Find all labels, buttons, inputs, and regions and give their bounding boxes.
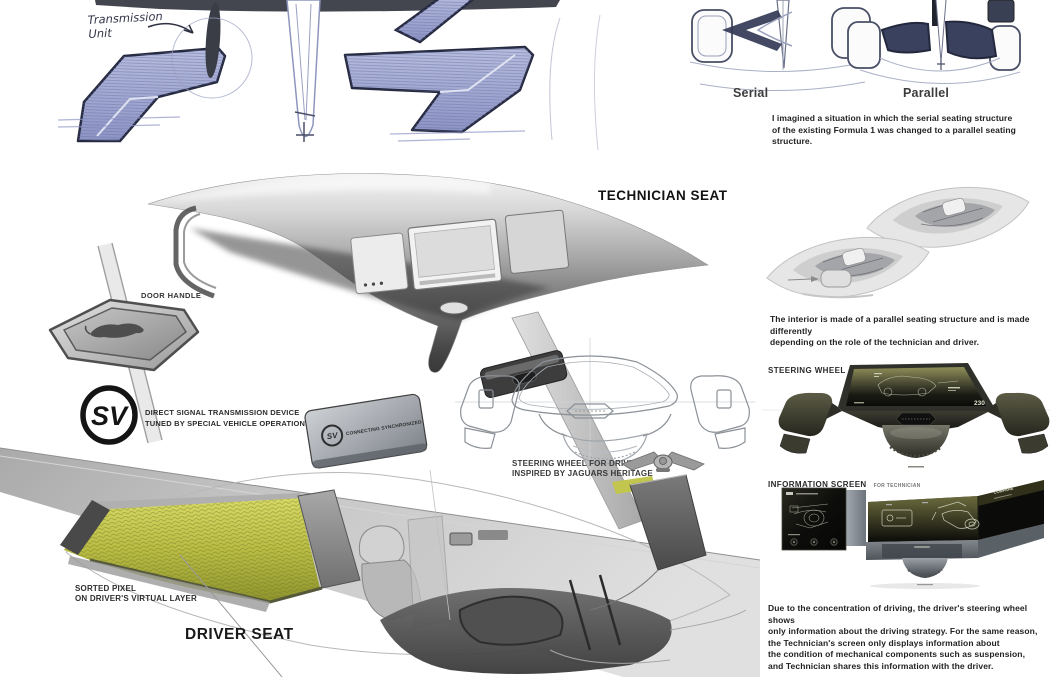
svg-text:COMPARE: COMPARE bbox=[993, 485, 1014, 494]
connector-slab bbox=[846, 490, 866, 546]
panel-buttons bbox=[790, 538, 838, 546]
steering-wheel-render: 230 bbox=[762, 363, 1050, 468]
transmission-unit-blade bbox=[205, 2, 221, 78]
interior-structure-thumbnails bbox=[766, 186, 1030, 299]
sv-device-caption: DIRECT SIGNAL TRANSMISSION DEVICE TUNED … bbox=[145, 408, 311, 428]
information-screen-render: COMPARE bbox=[781, 480, 1044, 589]
sv-logo: SV bbox=[80, 385, 138, 445]
sketch-center-pillar bbox=[286, 0, 321, 138]
left-grip bbox=[778, 392, 833, 437]
right-grip bbox=[995, 392, 1050, 437]
transmission-unit-annotation: Transmission Unit bbox=[87, 9, 164, 41]
sorted-pixel-label: SORTED PIXEL ON DRIVER'S VIRTUAL LAYER bbox=[75, 584, 198, 603]
svg-text:230: 230 bbox=[974, 400, 985, 407]
door-handle-label: DOOR HANDLE bbox=[141, 291, 202, 300]
serial-label: Serial bbox=[733, 86, 769, 100]
interior-screens bbox=[350, 209, 570, 295]
technician-seat-sketch bbox=[147, 173, 709, 530]
parallel-label: Parallel bbox=[903, 86, 950, 100]
driver-seat-sketch bbox=[60, 469, 747, 677]
technician-seat-title: TECHNICIAN SEAT bbox=[598, 188, 728, 203]
sketch-top-band bbox=[95, 0, 560, 12]
parallel-car-sketch bbox=[847, 0, 1021, 85]
windshield-tip bbox=[60, 500, 110, 555]
information-screen-label-row: INFORMATION SCREEN FOR TECHNICIAN bbox=[768, 474, 921, 492]
interior-thumbnail-lower bbox=[766, 236, 930, 299]
driver-seat-title: DRIVER SEAT bbox=[185, 626, 294, 643]
information-screen-label: INFORMATION SCREEN bbox=[768, 480, 867, 489]
steering-render-label: STEERING WHEEL bbox=[768, 366, 846, 375]
jaguar-wings-badge bbox=[621, 451, 705, 472]
seat-headrest bbox=[358, 525, 405, 567]
mid-frame bbox=[297, 489, 361, 589]
roll-hoop bbox=[173, 205, 215, 299]
interior-note: The interior is made of a parallel seati… bbox=[770, 314, 1030, 347]
svg-text:SV: SV bbox=[326, 431, 339, 442]
annotation-arrow bbox=[147, 22, 194, 34]
rear-pillar bbox=[629, 474, 707, 571]
svg-text:SV: SV bbox=[91, 401, 129, 431]
conclusion-paragraph: Due to the concentration of driving, the… bbox=[768, 603, 1038, 671]
steering-stem bbox=[882, 425, 950, 458]
comparison-caption: I imagined a situation in which the seri… bbox=[772, 113, 1016, 146]
seat-structure-sketch bbox=[57, 0, 601, 151]
steering-screen bbox=[846, 367, 986, 406]
information-screen-sublabel: FOR TECHNICIAN bbox=[873, 483, 921, 489]
connecting-device-sketch: SV CONNECTING SYNCHRONIZED bbox=[304, 393, 428, 469]
steering-sketch-caption: STEERING WHEEL FOR DRIVER INSPIRED BY JA… bbox=[512, 459, 653, 478]
jaguar-silhouette-icon bbox=[90, 323, 144, 338]
interior-thumbnail-upper bbox=[866, 186, 1030, 248]
door-handle-sketch bbox=[48, 242, 200, 444]
pedestal bbox=[902, 558, 948, 578]
seating-comparison-sketch bbox=[689, 0, 1021, 92]
driver-steering-wheel-sketch bbox=[455, 338, 755, 480]
